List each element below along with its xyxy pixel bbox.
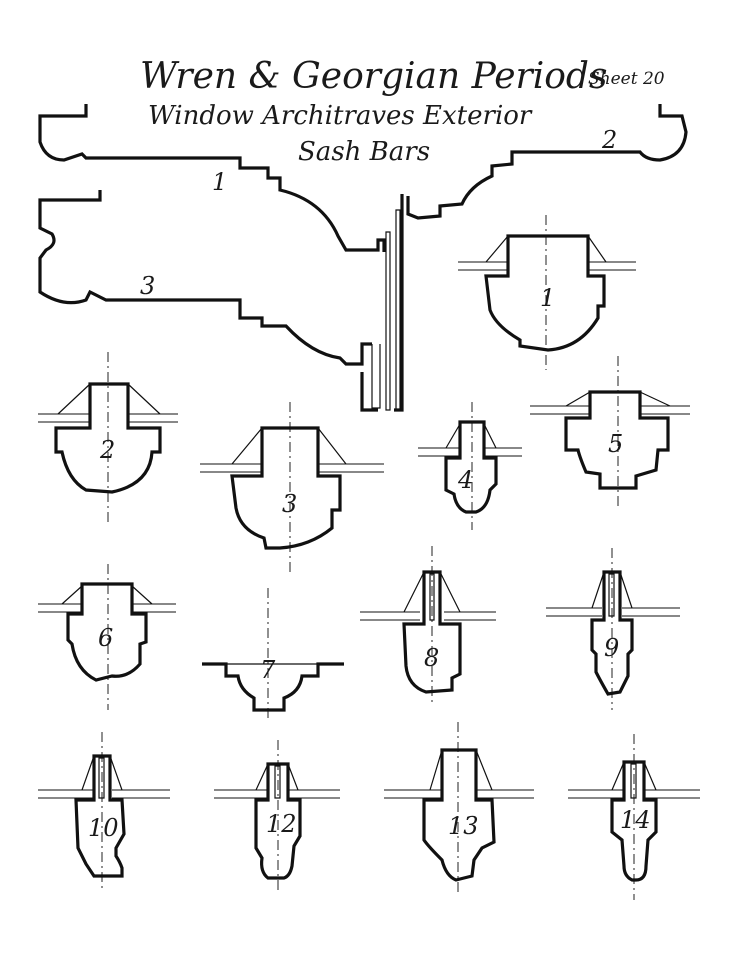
architrave-3: 3 [38, 190, 381, 412]
sash-bar-7: 7 [202, 588, 344, 720]
sash-bar-6: 6 [38, 564, 176, 710]
sash-bar-5: 5 [530, 356, 690, 506]
sash-bar-label: 9 [604, 634, 619, 662]
sash-bar-label: 12 [266, 810, 297, 838]
architrave-label: 1 [212, 168, 227, 196]
sash-bar-label: 10 [88, 814, 119, 842]
sash-bar-2: 2 [38, 352, 178, 522]
sheet-subtitle-2: Sash Bars [298, 137, 430, 167]
sash-bar-label: 1 [540, 284, 555, 312]
sheet-title: Wren & Georgian Periods [140, 56, 607, 97]
sash-bar-9: 9 [546, 548, 680, 710]
sash-bar-label: 6 [98, 624, 113, 652]
sash-bar-label: 2 [99, 436, 115, 464]
sheet-number: Sheet 20 [588, 69, 665, 89]
architrave-label: 3 [140, 272, 155, 300]
title-block: Wren & Georgian Periods Sheet 20 Window … [140, 56, 665, 167]
sash-bar-label: 4 [457, 466, 473, 494]
sash-bar-12: 12 [214, 740, 340, 890]
sash-bar-14: 14 [568, 734, 700, 900]
sash-bar-label: 3 [282, 490, 297, 518]
sash-bar-label: 8 [424, 644, 439, 672]
sash-bar-8: 8 [360, 546, 496, 706]
sash-bar-3: 3 [200, 402, 384, 576]
architrave-label: 2 [601, 126, 617, 154]
sash-bar-13: 13 [384, 722, 534, 892]
sash-bar-10: 10 [38, 732, 170, 892]
sash-bar-label: 13 [448, 812, 479, 840]
sash-bar-1: 1 [458, 215, 636, 370]
sash-bar-label: 7 [260, 656, 276, 684]
sheet-subtitle: Window Architraves Exterior [148, 101, 533, 131]
sash-bar-4: 4 [418, 402, 522, 530]
sash-bar-label: 14 [620, 806, 651, 834]
architrave-2: 2 [394, 104, 688, 412]
sash-bar-label: 5 [608, 430, 623, 458]
architrave-1: 1 [38, 104, 391, 411]
